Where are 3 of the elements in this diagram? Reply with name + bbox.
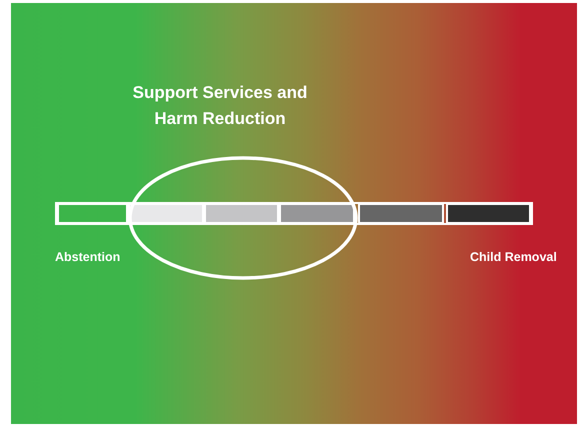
- scale-end-label: Child Removal: [470, 250, 557, 264]
- scale-end-label: Abstention: [55, 250, 120, 264]
- heading: Support Services and Harm Reduction: [132, 82, 308, 130]
